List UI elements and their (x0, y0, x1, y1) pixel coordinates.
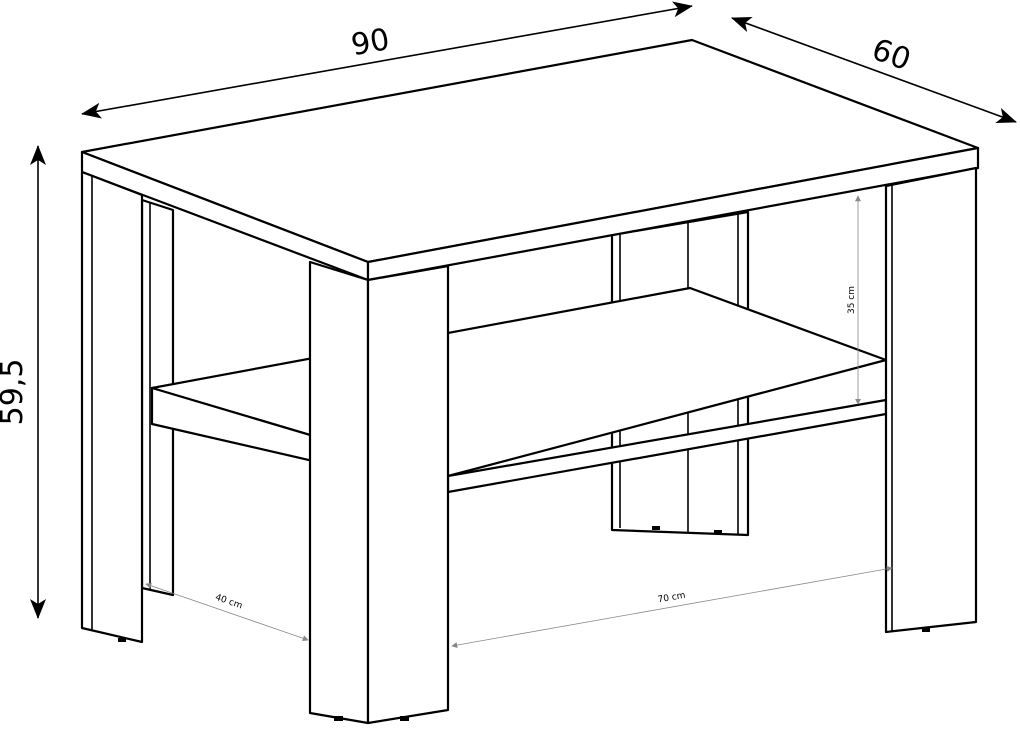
inner-width-label: 70 cm (657, 591, 686, 606)
height-label: 59,5 (0, 359, 30, 426)
inner-width-dimension: 70 cm (451, 565, 893, 649)
depth-label: 60 (867, 32, 915, 78)
width-label: 90 (349, 22, 393, 63)
front-left-leg (80, 170, 144, 644)
width-dimension: 90 (81, 1, 693, 119)
shelf-clearance-label: 35 cm (847, 286, 857, 314)
lower-shelf (150, 286, 888, 494)
shelf-clearance-dimension: 35 cm (847, 195, 861, 405)
back-right-corner-leg (884, 166, 978, 634)
front-center-leg (308, 260, 450, 725)
height-dimension: 59,5 (0, 145, 46, 619)
inner-depth-dimension: 40 cm (145, 582, 309, 642)
table-top (80, 38, 980, 282)
